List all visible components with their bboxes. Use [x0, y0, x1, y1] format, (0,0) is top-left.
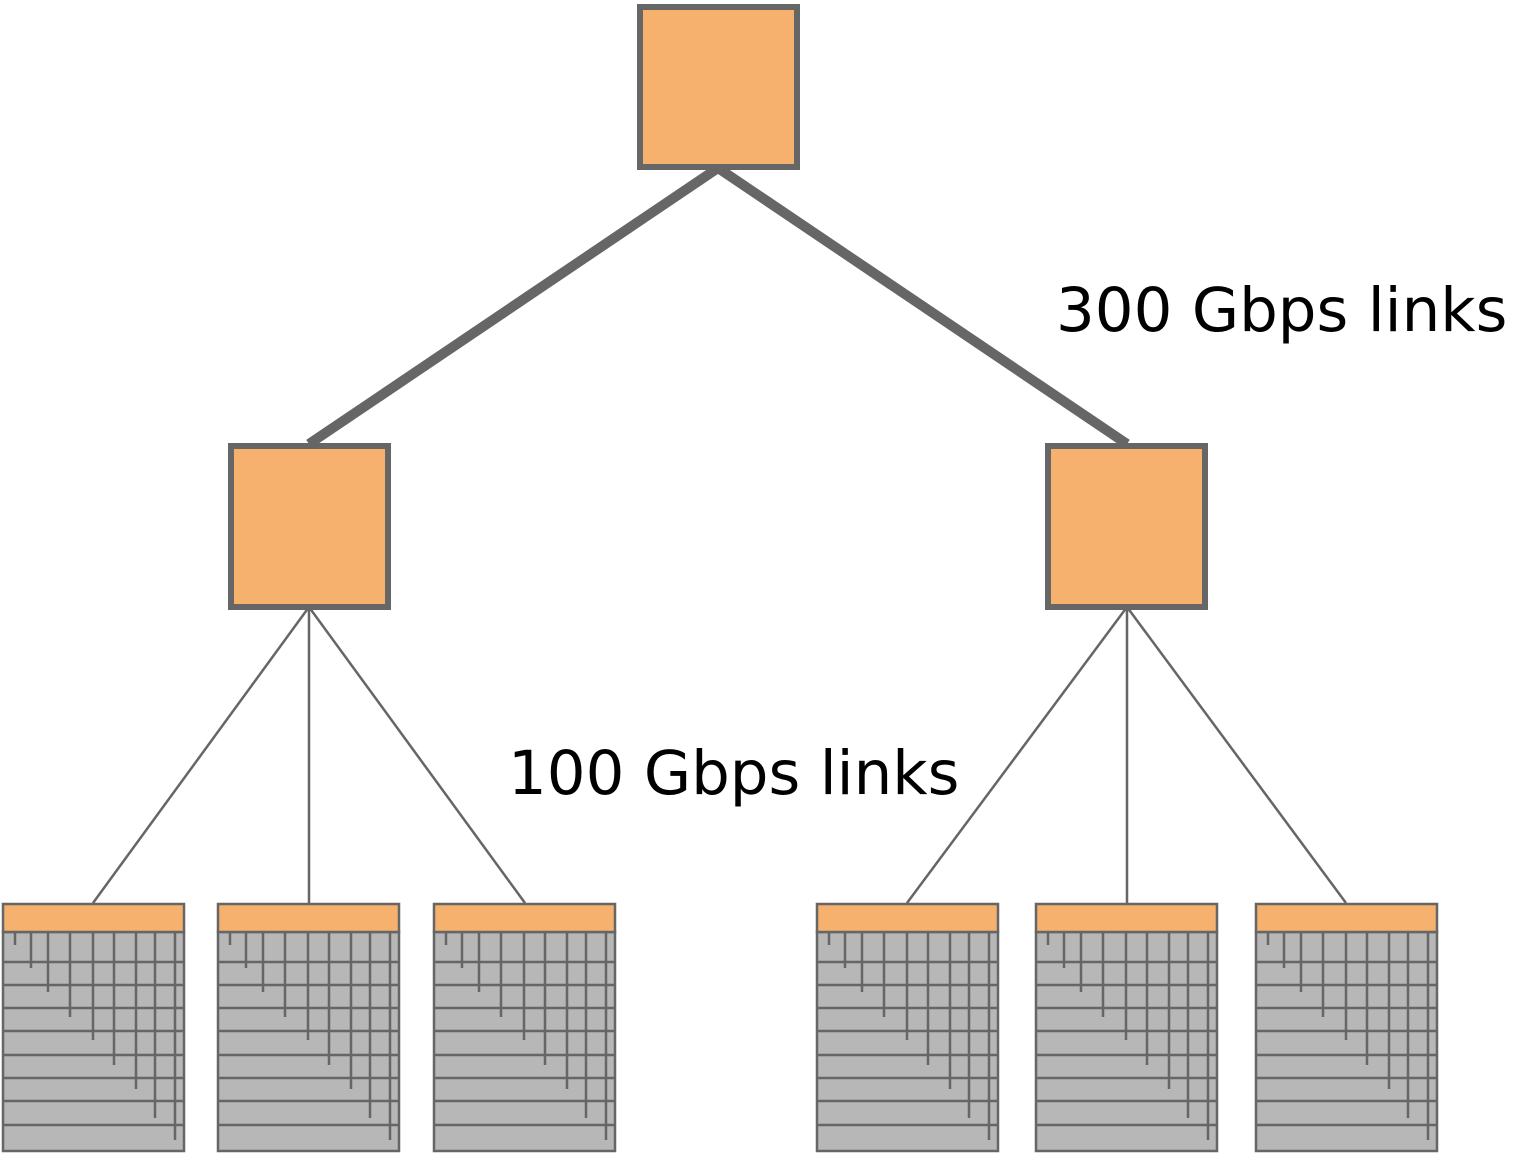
top-of-rack-switch	[1034, 902, 1219, 934]
server-rack-right-2	[1034, 902, 1219, 1153]
top-of-rack-switch	[1, 902, 186, 934]
rack-link-left-1	[91, 606, 311, 904]
server-rack-left-2	[216, 902, 401, 1153]
top-of-rack-switch	[815, 902, 1000, 934]
rack-link-left-3	[307, 606, 527, 904]
rack-links-label: 100 Gbps links	[508, 738, 959, 809]
core-link-right	[715, 163, 1130, 449]
rack-link-right-3	[1125, 606, 1348, 904]
top-of-rack-switch	[1254, 902, 1439, 934]
server-rack-left-3	[432, 902, 617, 1153]
server-rack-right-3	[1254, 902, 1439, 1153]
aggregation-switch-left	[228, 443, 391, 610]
server-rack-left-1	[1, 902, 186, 1153]
core-link-left	[306, 163, 721, 449]
core-links-label: 300 Gbps links	[1056, 275, 1507, 346]
server-racks	[1, 902, 1439, 1153]
core-switch	[637, 4, 800, 170]
top-of-rack-switch	[432, 902, 617, 934]
top-of-rack-switch	[216, 902, 401, 934]
aggregation-switch-right	[1045, 443, 1208, 610]
rack-link-right-1	[905, 606, 1129, 904]
server-rack-right-1	[815, 902, 1000, 1153]
